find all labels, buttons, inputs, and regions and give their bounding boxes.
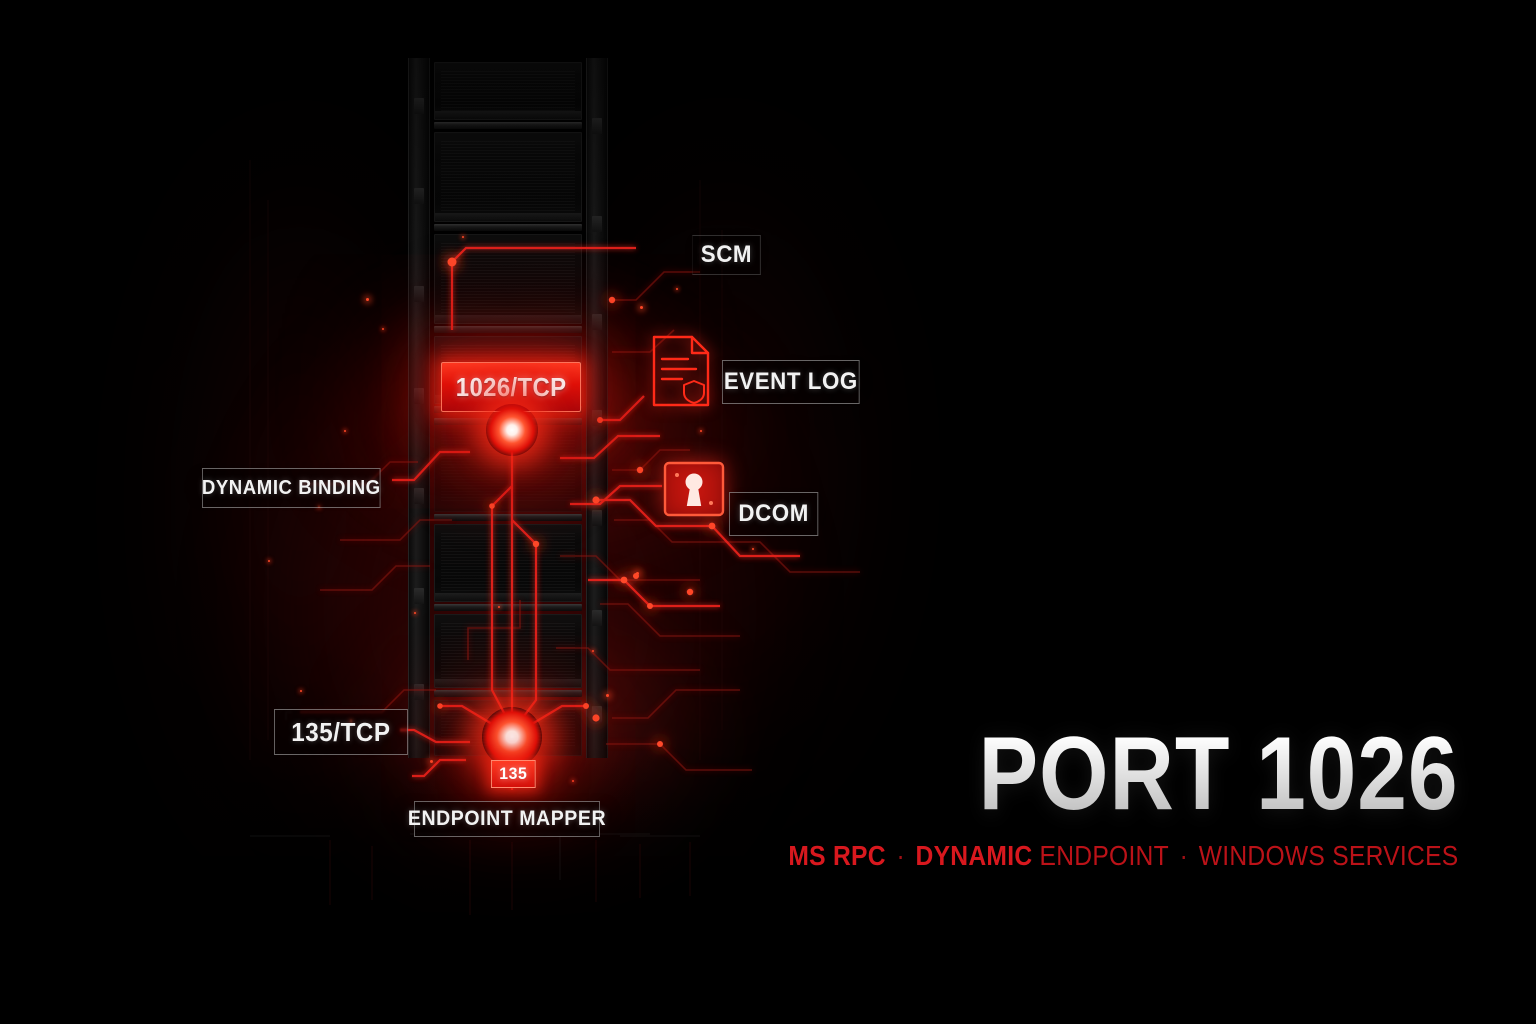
rack-separator	[434, 326, 582, 333]
subtitle-part-windows-services: WINDOWS SERVICES	[1198, 839, 1458, 871]
rack-separator	[434, 224, 582, 231]
callout-event-log-text: EVENT LOG	[723, 368, 858, 395]
subtitle-part-endpoint: ENDPOINT	[1039, 839, 1169, 871]
hero-text-block: PORT 1026 MS RPC · DYNAMIC ENDPOINT · WI…	[697, 722, 1458, 872]
rack-separator	[434, 514, 582, 521]
port-blade-label: 1026/TCP	[455, 371, 567, 402]
lock-keyhole-icon	[663, 461, 725, 517]
rack-rail-right	[586, 58, 608, 758]
subtitle-part-dynamic: DYNAMIC	[915, 839, 1032, 871]
callout-dynamic-binding[interactable]: DYNAMIC BINDING	[202, 468, 381, 508]
rack-blade	[434, 422, 582, 512]
callout-scm[interactable]: SCM	[692, 235, 761, 275]
subtitle-separator-2: ·	[1179, 839, 1188, 871]
page-title: PORT 1026	[803, 722, 1458, 826]
rack-separator	[434, 690, 582, 697]
rack-separator	[434, 122, 582, 129]
callout-dcom[interactable]: DCOM	[729, 492, 819, 536]
rack-blade	[434, 614, 582, 688]
callout-dynamic-binding-text: DYNAMIC BINDING	[201, 476, 381, 499]
rack-rail-left	[408, 58, 430, 758]
callout-dcom-text: DCOM	[738, 500, 809, 527]
rack-blade	[434, 524, 582, 602]
rack-blade	[434, 700, 582, 756]
rack-blade	[434, 62, 582, 120]
subtitle-separator-1: ·	[895, 839, 905, 871]
callout-endpoint-mapper[interactable]: ENDPOINT MAPPER	[408, 801, 606, 837]
callout-scm-text: SCM	[700, 241, 753, 268]
rack-blade	[434, 234, 582, 324]
rack-blade	[434, 132, 582, 222]
callout-port-135-tcp-text: 135/TCP	[291, 716, 391, 747]
subtitle-part-ms-rpc: MS RPC	[787, 839, 886, 871]
highlighted-port-blade[interactable]: 1026/TCP	[441, 362, 581, 412]
callout-endpoint-mapper-text: ENDPOINT MAPPER	[407, 807, 607, 830]
rack-separator	[434, 604, 582, 611]
page-subtitle: MS RPC · DYNAMIC ENDPOINT · WINDOWS SERV…	[788, 840, 1458, 872]
callout-port-135-node-text: 135	[499, 764, 528, 783]
ambient-haze-right	[560, 120, 890, 820]
callout-event-log[interactable]: EVENT LOG	[722, 360, 860, 404]
callout-port-135-node[interactable]: 135	[491, 760, 536, 788]
document-shield-icon	[648, 333, 714, 409]
callout-port-135-tcp[interactable]: 135/TCP	[274, 709, 408, 755]
